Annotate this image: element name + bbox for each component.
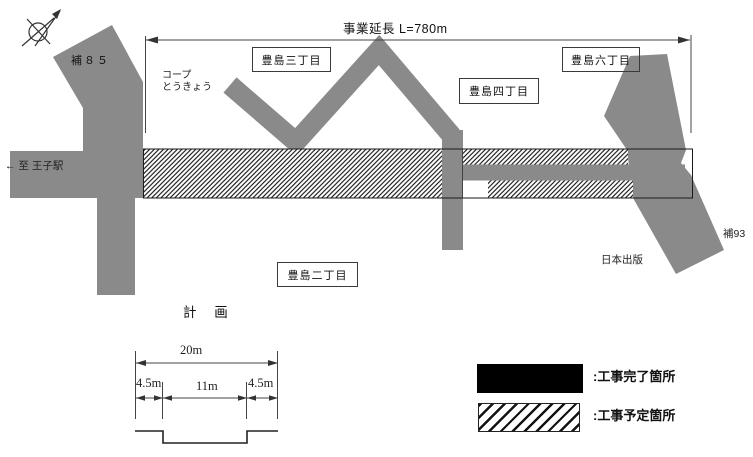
- cs-right-width-label: 4.5m: [248, 376, 274, 390]
- ho85-road: [53, 25, 143, 152]
- south-road: [97, 198, 135, 295]
- mid-cross-road-overlay: [442, 130, 463, 250]
- zigzag-road: [223, 34, 460, 156]
- district-box-toshima3: 豊島三丁目: [252, 47, 331, 72]
- plan-section-title: 計 画: [183, 305, 235, 320]
- oji-station-road: [10, 151, 143, 198]
- median-strip: [462, 164, 685, 181]
- extent-arrow-right: [678, 36, 690, 44]
- nihon-shuppan-label: 日本出版: [601, 254, 643, 266]
- district-box-toshima2: 豊島二丁目: [277, 262, 358, 287]
- north-arrow-icon: [21, 9, 61, 47]
- corridor-outline: [143, 148, 693, 199]
- cs-center-width-label: 11m: [196, 379, 218, 393]
- coop-label-line1: コープ: [162, 70, 192, 81]
- legend-label-planned: :工事予定箇所: [593, 408, 676, 423]
- legend-label-completed: :工事完了箇所: [593, 369, 676, 384]
- to-oji-station-label: ← 至 王子駅: [5, 160, 64, 172]
- coop-label-line2: とうきょう: [162, 81, 212, 93]
- extent-arrow-left: [146, 36, 158, 44]
- cs-dimension-arrows: [136, 360, 278, 401]
- extent-title: 事業延長 L=780m: [343, 22, 448, 36]
- ho93-road: [604, 54, 724, 274]
- planned-section-southeast: [488, 180, 633, 198]
- planned-section-northeast: [463, 149, 628, 165]
- district-box-toshima6: 豊島六丁目: [562, 47, 640, 72]
- cs-total-width-label: 20m: [180, 343, 203, 357]
- legend-swatch-planned: [478, 403, 580, 432]
- legend-swatch-completed: [477, 364, 583, 393]
- ho93-label: 補93: [723, 228, 746, 240]
- cs-profile-line: [135, 430, 278, 444]
- district-box-toshima4: 豊島四丁目: [459, 78, 539, 104]
- ho85-label: 補８５: [71, 55, 110, 67]
- cs-left-width-label: 4.5m: [136, 376, 162, 390]
- planned-section-west: [143, 149, 444, 198]
